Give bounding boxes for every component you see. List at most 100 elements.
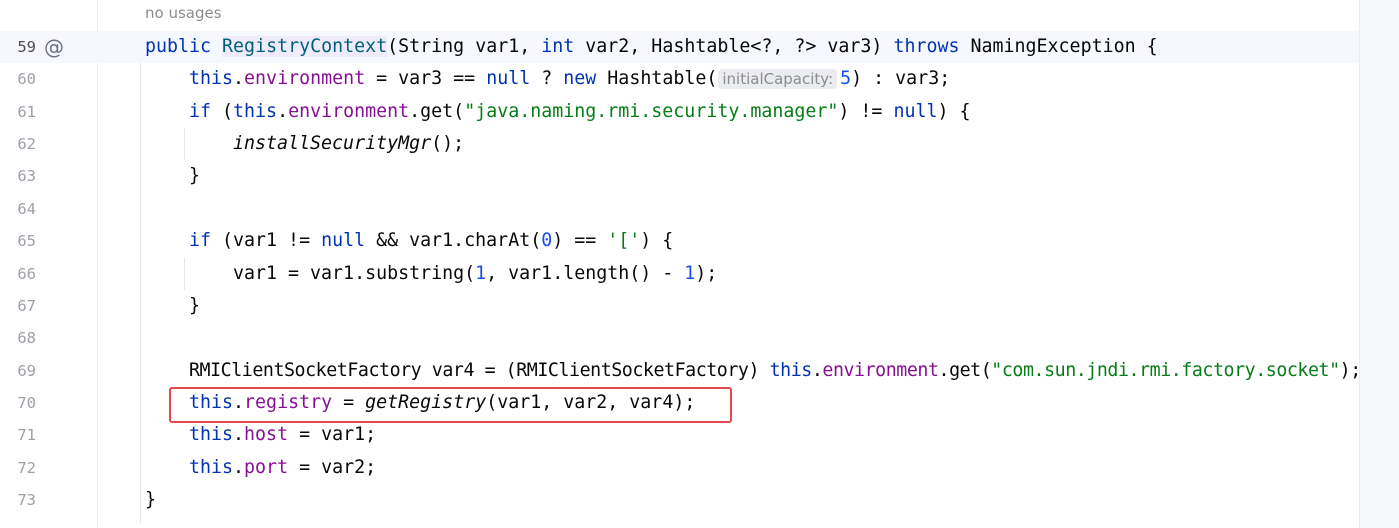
code-text: installSecurityMgr();: [233, 128, 464, 160]
code-token: .: [233, 391, 245, 413]
code-line[interactable]: 67}: [0, 290, 1359, 322]
code-token: this: [189, 68, 234, 90]
code-text: var1 = var1.substring(1, var1.length() -…: [233, 258, 717, 290]
code-token: installSecurityMgr: [233, 133, 432, 155]
code-token: ) : var3;: [851, 68, 951, 90]
code-token: ) !=: [838, 100, 894, 122]
code-line[interactable]: 70 this.registry = getRegistry(var1, var2…: [0, 387, 1359, 419]
line-number: 69: [17, 361, 36, 380]
code-token: ?: [530, 68, 564, 90]
code-text: }: [189, 290, 200, 322]
code-token: null: [321, 230, 366, 252]
code-token: , var1.length() -: [486, 262, 685, 284]
code-token: 1: [475, 262, 487, 284]
code-token: var1 = var1.substring(: [233, 262, 476, 284]
code-line[interactable]: 72 this.port = var2;: [0, 452, 1359, 484]
code-line[interactable]: 71 this.host = var1;: [0, 419, 1359, 451]
code-token: .: [233, 68, 245, 90]
code-token: throws: [893, 36, 960, 57]
code-token: port: [244, 456, 289, 478]
code-token: "java.naming.rmi.security.manager": [464, 100, 839, 122]
code-text: this.registry = getRegistry(var1, var2, …: [189, 387, 695, 419]
code-text: this.port = var2;: [189, 452, 376, 484]
code-token: environment: [244, 68, 366, 90]
code-token: = var2;: [288, 456, 377, 478]
code-token: 1: [684, 262, 696, 284]
code-line[interactable]: 59 @ public RegistryContext(String var1, i…: [0, 31, 1359, 63]
code-token: .: [277, 100, 289, 122]
code-line[interactable]: 64: [0, 193, 1359, 225]
code-text: }: [189, 160, 200, 192]
line-number: 63: [17, 167, 36, 186]
code-token: NamingException {: [959, 36, 1158, 57]
code-token: this: [189, 424, 234, 446]
indent-guide: [140, 63, 141, 523]
line-number: 71: [17, 426, 36, 445]
code-line[interactable]: 73}: [0, 484, 1359, 516]
code-token: RMIClientSocketFactory var4 = (RMIClient…: [189, 359, 770, 381]
code-token: (: [211, 100, 234, 122]
code-token: null: [486, 68, 531, 90]
code-text: this.host = var1;: [189, 419, 376, 451]
code-token: getRegistry: [365, 391, 487, 413]
code-token: 0: [541, 230, 553, 252]
line-number: 64: [17, 199, 36, 218]
code-text: public RegistryContext(String var1, int …: [145, 31, 1158, 63]
code-line[interactable]: 68: [0, 322, 1359, 354]
line-number: 59: [17, 38, 36, 56]
code-text: }: [145, 484, 156, 516]
usages-annotation[interactable]: no usages: [145, 4, 222, 22]
line-number: 67: [17, 296, 36, 315]
code-token: this: [189, 456, 234, 478]
code-token: ) {: [937, 100, 971, 122]
code-line[interactable]: 63}: [0, 160, 1359, 192]
override-at-icon[interactable]: @: [44, 35, 64, 59]
code-token: this: [769, 359, 813, 381]
code-token: ) ==: [552, 230, 608, 252]
code-token: null: [893, 100, 938, 122]
code-token: }: [145, 489, 157, 511]
code-token: public: [145, 36, 223, 57]
code-line[interactable]: 61 if (this.environment.get("java.naming.…: [0, 96, 1359, 128]
code-token: (var1, var2, var4);: [486, 391, 696, 413]
line-number: 72: [17, 458, 36, 477]
code-token: ();: [431, 133, 465, 155]
code-line[interactable]: 62 installSecurityMgr();: [0, 128, 1359, 160]
code-text: RMIClientSocketFactory var4 = (RMIClient…: [189, 355, 1361, 387]
line-number: 62: [17, 135, 36, 154]
scrollbar[interactable]: [1359, 0, 1399, 528]
code-text: if (var1 != null && var1.charAt(0) == '[…: [189, 225, 673, 257]
line-number: 70: [17, 393, 36, 412]
code-line[interactable]: 69 RMIClientSocketFactory var4 = (RMIClie…: [0, 355, 1361, 387]
indent-guide: [184, 258, 185, 290]
code-token: this: [189, 391, 234, 413]
code-token: '[': [607, 230, 641, 252]
code-token: this: [233, 100, 278, 122]
code-token: ) {: [640, 230, 674, 252]
code-token: && var1.charAt(: [365, 230, 542, 252]
code-token: .: [811, 359, 823, 381]
code-text: this.environment = var3 == null ? new Ha…: [189, 63, 950, 95]
code-token: (var1 !=: [211, 230, 322, 252]
line-number: 61: [17, 102, 36, 121]
code-token: = var1;: [288, 424, 377, 446]
code-text: if (this.environment.get("java.naming.rm…: [189, 96, 971, 128]
code-token: new: [563, 68, 597, 90]
code-token: }: [189, 294, 201, 316]
code-token: if: [189, 230, 212, 252]
code-token: );: [1339, 359, 1362, 381]
code-token: RegistryContext: [222, 36, 388, 57]
inlay-hint: initialCapacity:: [718, 69, 838, 90]
code-token: (String var1,: [387, 36, 542, 57]
line-number: 68: [17, 329, 36, 348]
code-token: .get(: [409, 100, 465, 122]
code-token: environment: [822, 359, 939, 381]
code-token: = var3 ==: [365, 68, 487, 90]
code-token: .get(: [938, 359, 992, 381]
line-number: 66: [17, 264, 36, 283]
code-token: var2, Hashtable<?, ?> var3): [574, 36, 894, 57]
